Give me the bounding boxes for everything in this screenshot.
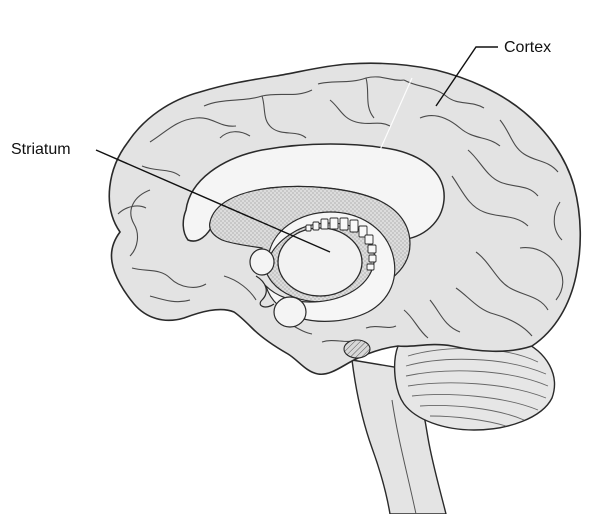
pineal-hatched	[343, 339, 371, 359]
brainstem-line	[391, 399, 417, 514]
striatum-leader-line	[95, 149, 331, 253]
cortex-leader-line	[435, 46, 498, 107]
cortex-label: Cortex	[504, 39, 552, 56]
thalamus	[277, 227, 363, 297]
optic-squiggle	[255, 275, 275, 308]
guide-line	[379, 77, 413, 151]
mammillary-bulb	[249, 248, 275, 276]
lower-bulb	[273, 296, 307, 328]
striatum-label: Striatum	[11, 141, 71, 158]
striatal-bridges	[305, 217, 377, 271]
